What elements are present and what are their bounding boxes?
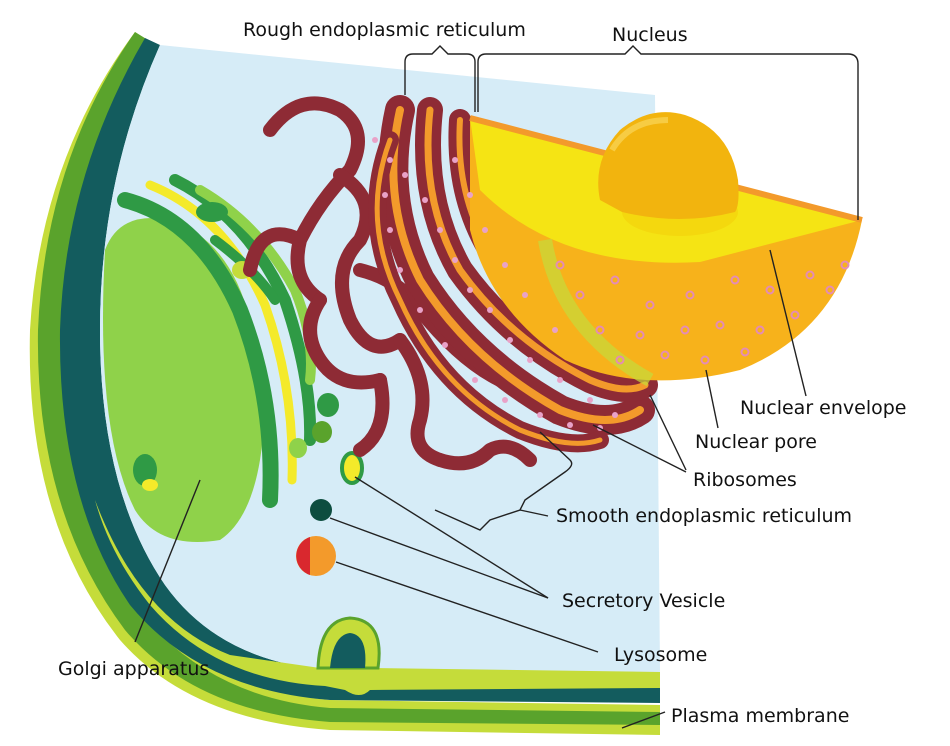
vesicle <box>289 438 307 458</box>
cell-wall-green <box>37 32 661 725</box>
label-secretory-vesicle: Secretory Vesicle <box>562 590 726 612</box>
label-ribosomes: Ribosomes <box>693 469 797 491</box>
secretory-vesicle-1 <box>340 451 364 485</box>
nuclear-pore-line <box>705 369 719 429</box>
plasma-membrane-line <box>621 711 666 729</box>
leader-lines <box>134 45 859 729</box>
label-nuclear-envelope: Nuclear envelope <box>740 397 907 419</box>
outer-membrane <box>29 32 660 735</box>
nuclear-pores <box>555 260 850 365</box>
ribosomes <box>372 137 618 431</box>
vesicle <box>312 421 332 443</box>
rough-er-bracket <box>404 45 476 112</box>
inner-membrane-band <box>95 500 660 695</box>
lysosome-line <box>335 561 599 653</box>
nucleus <box>469 112 863 387</box>
ribosomes-line-1 <box>592 424 687 473</box>
nuclear-envelope-line <box>769 249 807 397</box>
label-smooth-er: Smooth endoplasmic reticulum <box>556 505 853 527</box>
secretory-vesicle-line-2 <box>329 517 549 599</box>
label-plasma-membrane: Plasma membrane <box>671 705 850 727</box>
secretory-vesicle-2 <box>310 499 332 521</box>
nucleus-bracket <box>477 45 859 220</box>
ribosomes-line-2 <box>649 394 687 471</box>
label-nuclear-pore: Nuclear pore <box>695 431 817 453</box>
vesicle <box>317 393 339 417</box>
label-rough-er: Rough endoplasmic reticulum <box>243 19 526 41</box>
label-lysosome: Lysosome <box>614 644 708 666</box>
secretory-vesicle-line-1 <box>354 476 549 599</box>
label-golgi: Golgi apparatus <box>58 658 210 680</box>
golgi-line <box>134 479 201 643</box>
smooth-er-bracket <box>434 431 573 531</box>
label-nucleus: Nucleus <box>612 24 688 46</box>
cytoplasm-dark-band <box>59 38 661 703</box>
